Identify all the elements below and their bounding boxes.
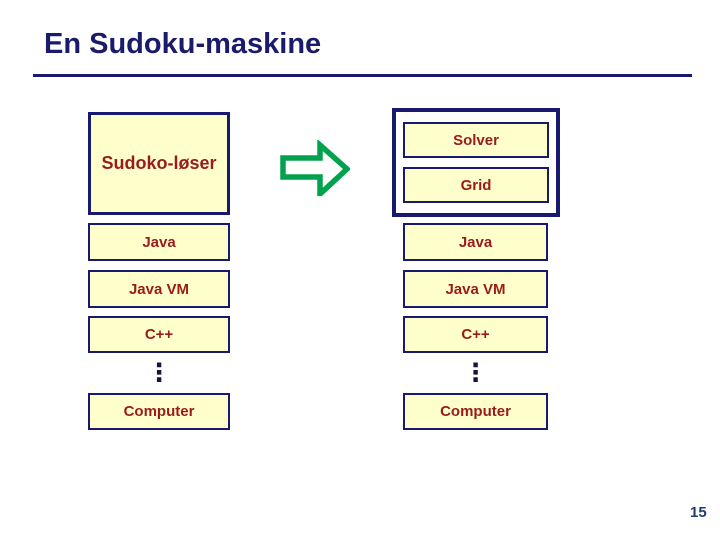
left-layer-cpp-label: C++: [144, 326, 174, 343]
right-layer-java-vm: Java VM: [403, 270, 548, 308]
right-layer-cpp: C++: [403, 316, 548, 353]
left-layer-java: Java: [88, 223, 230, 261]
right-layer-computer: Computer: [403, 393, 548, 430]
left-layer-java-vm: Java VM: [88, 270, 230, 308]
title-underline: [33, 74, 692, 77]
right-vertical-ellipsis: ⋮: [463, 357, 488, 387]
right-layer-java-vm-label: Java VM: [445, 280, 506, 298]
left-vertical-ellipsis: ⋮: [146, 357, 172, 387]
slide-page-number: 15: [690, 504, 707, 521]
left-layer-java-label: Java: [142, 233, 176, 251]
solver-grid-container: Solver Grid: [392, 108, 560, 217]
left-layer-java-vm-label: Java VM: [128, 280, 190, 298]
sudoko-loser-box: Sudoko-løser: [88, 112, 230, 215]
grid-label: Grid: [460, 176, 492, 194]
right-layer-java: Java: [403, 223, 548, 261]
left-layer-cpp: C++: [88, 316, 230, 353]
right-block-arrow-icon: [280, 140, 350, 196]
left-layer-computer-label: Computer: [123, 403, 195, 420]
slide-title: En Sudoku-maskine: [44, 28, 322, 60]
right-layer-java-label: Java: [458, 233, 493, 251]
solver-box: Solver: [403, 122, 549, 158]
sudoko-loser-label: Sudoko-løser: [101, 153, 217, 173]
solver-label: Solver: [453, 131, 499, 149]
right-layer-cpp-label: C++: [461, 326, 490, 343]
right-layer-computer-label: Computer: [440, 403, 511, 420]
grid-box: Grid: [403, 167, 549, 203]
left-layer-computer: Computer: [88, 393, 230, 430]
